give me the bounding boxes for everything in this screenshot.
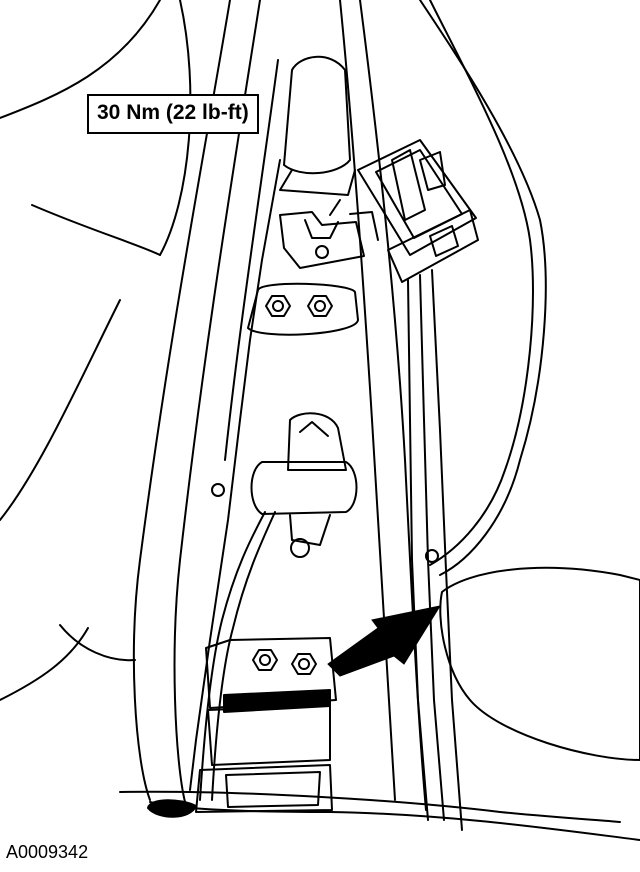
center-clip-hole — [290, 538, 310, 558]
upper-nut-plate — [247, 282, 359, 336]
pillar-hole-left — [211, 483, 225, 497]
left-panel-outline — [0, 0, 161, 119]
left-panel-curve — [159, 0, 192, 256]
upper-nut-2 — [307, 295, 333, 317]
harness-line-2 — [419, 274, 445, 821]
sill-foot — [147, 799, 197, 818]
routed-wire-2 — [211, 511, 276, 801]
routed-wire-1 — [199, 511, 266, 801]
left-panel-edge — [31, 204, 161, 256]
left-sill-line — [0, 627, 89, 701]
top-mount-shadow — [279, 169, 356, 196]
lower-plate-rib — [223, 689, 331, 713]
upper-bracket — [279, 211, 365, 269]
top-mount-cap — [283, 55, 351, 175]
right-panel-inner — [429, 0, 534, 566]
inner-panel-left — [189, 159, 281, 791]
torque-spec-label: 30 Nm (22 lb-ft) — [87, 94, 259, 134]
center-clip-inner — [299, 421, 329, 437]
center-clip-body — [250, 461, 358, 515]
left-fold-line — [0, 299, 121, 521]
lower-nut-1 — [252, 649, 278, 671]
electrical-connector-icon — [329, 139, 479, 283]
pointer-arrow-icon — [327, 605, 442, 677]
upper-bracket-hole — [315, 245, 329, 259]
right-panel-outline — [419, 0, 547, 576]
pillar-left-edge-3 — [224, 59, 279, 461]
hex-nut-icon — [265, 295, 291, 317]
harness-line-3 — [431, 269, 463, 831]
lower-nut-2 — [291, 653, 317, 675]
lower-plate — [207, 704, 331, 766]
right-blob — [439, 566, 640, 761]
hex-nut-icon — [307, 295, 333, 317]
sill-line-1 — [119, 790, 621, 823]
figure-id: A0009342 — [6, 842, 89, 862]
hex-nut-icon — [291, 653, 317, 675]
left-lower-crease — [59, 624, 136, 662]
upper-bracket-tab — [304, 219, 339, 239]
inner-panel-right-2 — [359, 0, 427, 811]
lower-plate-foot-inner — [225, 771, 321, 808]
upper-nut-1 — [265, 295, 291, 317]
pillar-hole-right — [425, 549, 439, 563]
harness-line-1 — [407, 279, 429, 821]
hex-nut-icon — [252, 649, 278, 671]
lower-plate-foot — [195, 764, 333, 813]
sill-line-2 — [149, 801, 640, 841]
